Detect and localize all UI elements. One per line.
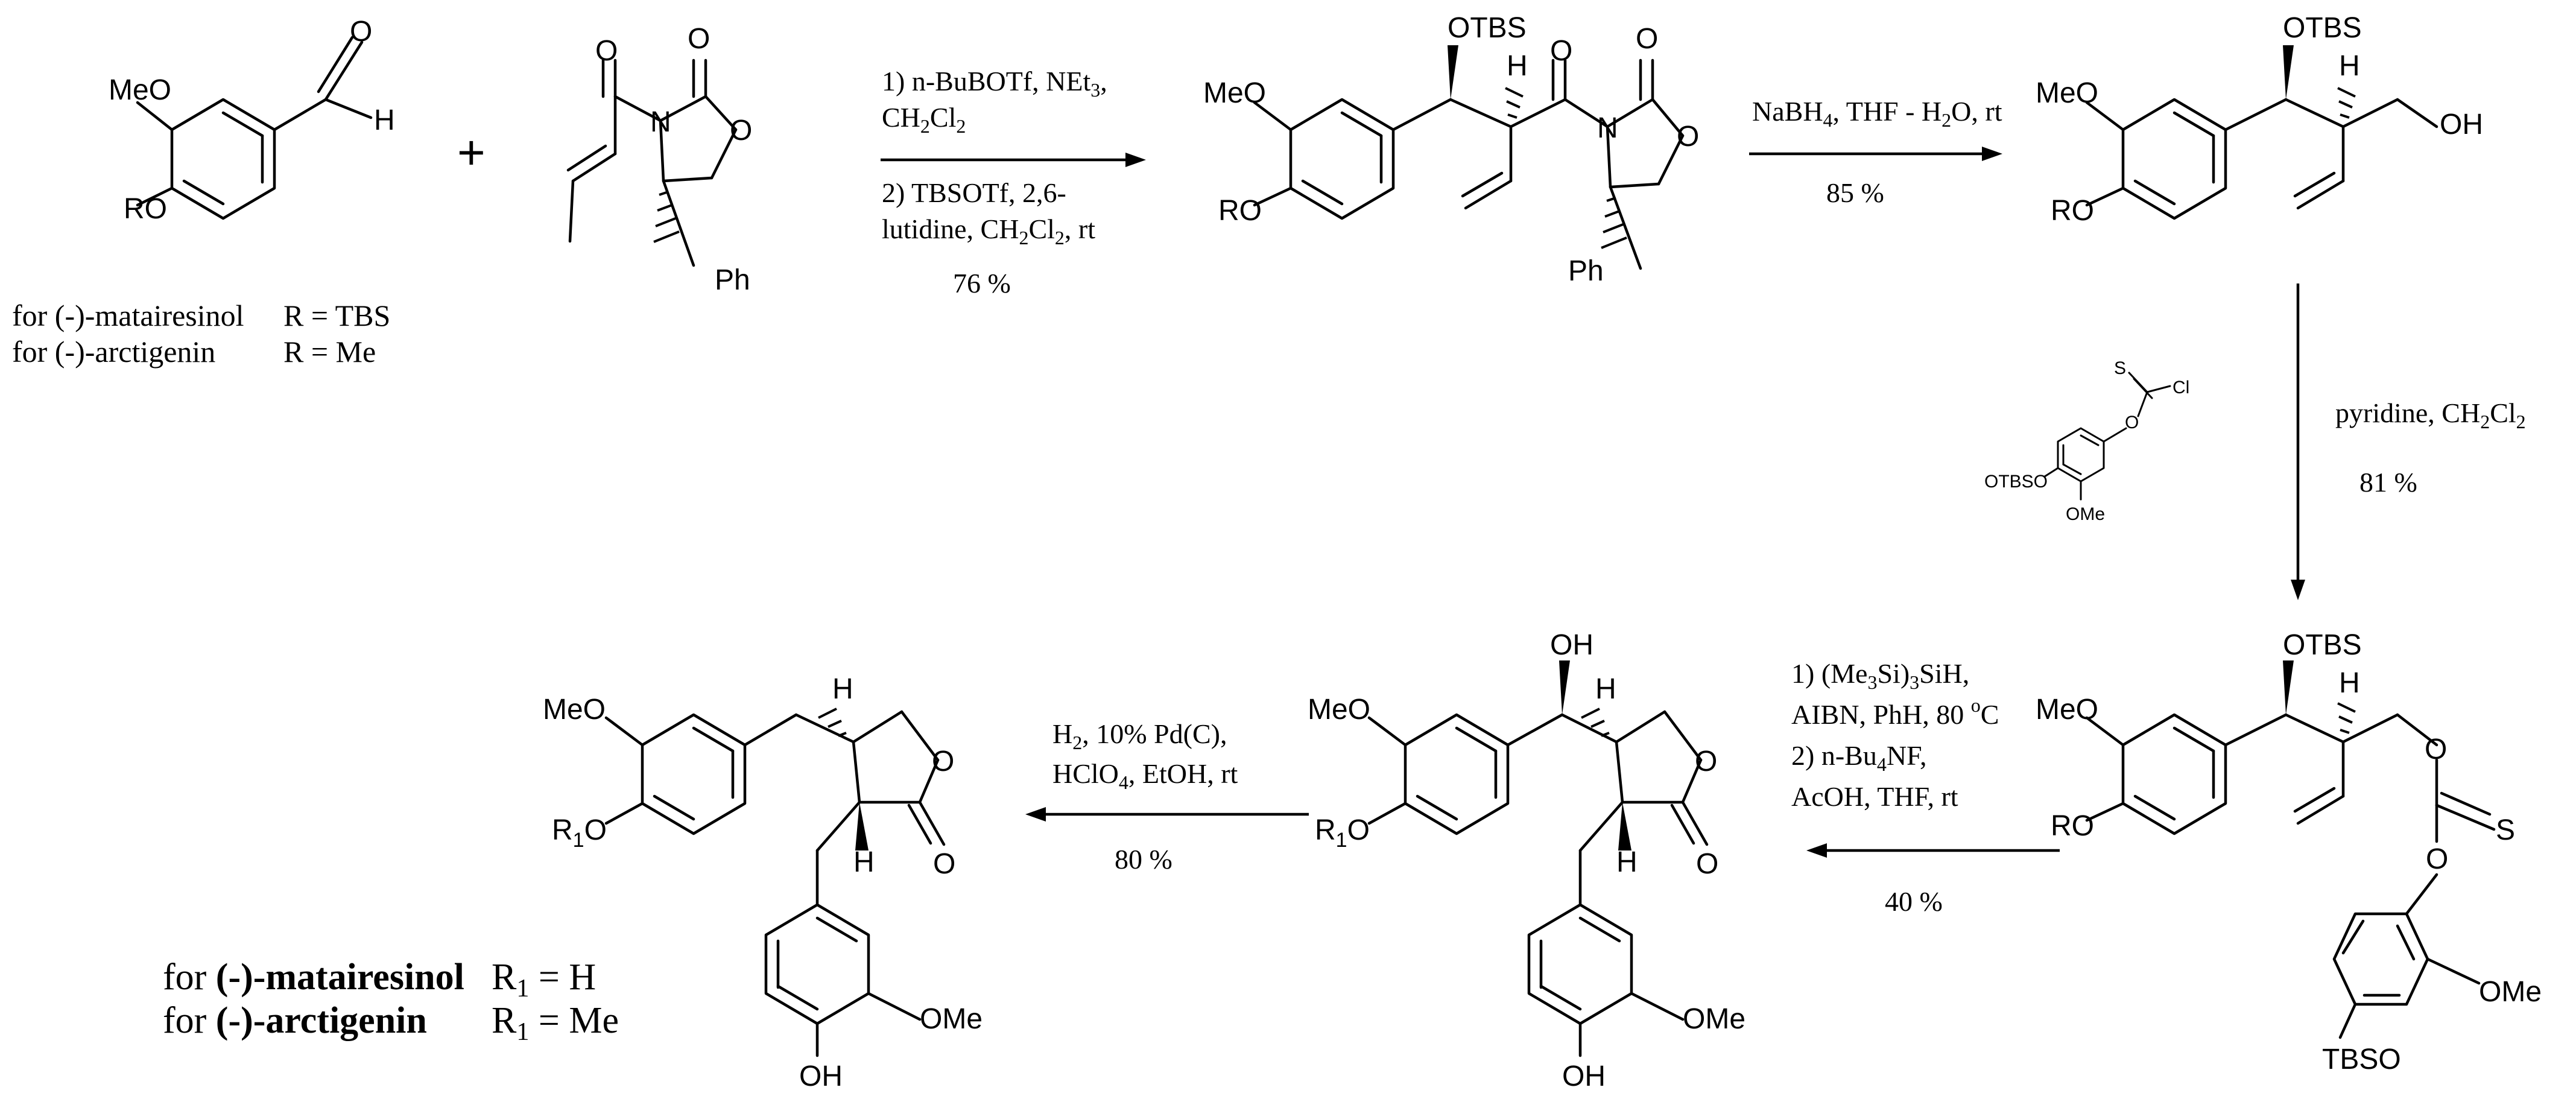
thiono-tbso-label: TBSO [2322,1044,2401,1075]
step4-yield: 40 % [1885,886,1943,917]
thiono-h-label: H [2339,667,2360,699]
adduct-meo-label: MeO [1203,77,1266,109]
step1-line3: 2) TBSOTf, 2,6- [882,177,1066,208]
alcohol-meo-label: MeO [2036,77,2098,109]
auxiliary-n-label: N [650,106,671,138]
auxiliary-ring-o-top: O [688,23,710,55]
hydroxy-lactone: OH H H MeO R1O O O OMe OH [1308,629,1745,1092]
thiono-meo-label: MeO [2036,694,2098,726]
oxazolidinone-auxiliary: O O N O Ph [566,23,752,296]
primary-alcohol: OTBS H MeO RO OH [2036,12,2483,227]
auxiliary-carbonyl-o: O [595,35,618,67]
adduct-ro-label: RO [1218,195,1262,227]
step3-yield: 81 % [2359,467,2417,498]
adduct-h-label: H [1507,50,1528,82]
aldehyde-h-label: H [374,104,395,136]
auxiliary-ring-o: O [730,115,752,147]
lactone-carbonyl-o-label: O [1696,848,1718,880]
alcohol-oh-label: OH [2440,109,2483,141]
thiono-otbs-label: OTBS [2283,629,2362,661]
step5-arrow [1025,807,1309,822]
aldehyde-o-label: O [350,16,372,48]
lactone-h1-label: H [1595,673,1616,705]
step2-arrow [1749,147,2002,161]
auxiliary-ph-label: Ph [715,264,750,296]
thiono-ome-label: OMe [2479,976,2542,1008]
aldehyde-ro-label: RO [124,193,167,225]
alcohol-ro-label: RO [2051,195,2094,227]
step2-yield: 85 % [1826,177,1884,208]
product-h2-label: H [853,846,875,878]
lactone-r1o-label: R1O [1315,814,1370,852]
thiono-s-label: S [2496,814,2515,846]
aldol-adduct: OTBS H MeO RO O O N O Ph [1203,12,1699,287]
step4-arrow [1806,843,2060,858]
step1-arrow [881,153,1146,167]
thiono-o2-label: O [2426,843,2448,875]
product-ome-label: OMe [920,1003,983,1035]
thiono-o1-label: O [2425,733,2447,765]
reagent-o-label: O [2125,413,2139,432]
aldehyde-meo-label: MeO [109,74,171,106]
step5-line1: H2, 10% Pd(C), [1052,718,1227,753]
adduct-ketone-o: O [1550,35,1572,67]
step4-line4: AcOH, THF, rt [1791,781,1958,812]
adduct-ph-label: Ph [1568,255,1604,287]
lactone-ring-o-label: O [1695,746,1717,778]
reagent-otbso-label: OTBSO [1984,472,2048,492]
lactone-h2-label: H [1616,846,1638,878]
plus-sign: + [457,125,486,179]
step4-line3: 2) n-Bu4NF, [1791,740,1926,775]
alcohol-h-label: H [2339,50,2360,82]
reagent-cl-label: Cl [2173,378,2189,397]
step5-yield: 80 % [1115,844,1172,875]
lactone-ome-label: OMe [1683,1003,1745,1035]
step4-line2: AIBN, PhH, 80 oC [1791,694,1999,730]
product-meo-label: MeO [543,694,606,726]
adduct-otbs-label: OTBS [1448,12,1527,44]
alcohol-otbs-label: OTBS [2283,12,2362,44]
final-product: MeO R1O H H O O OMe OH [543,673,983,1092]
step5-line2: HClO4, EtOH, rt [1052,758,1238,793]
adduct-ring-o-top: O [1636,23,1658,55]
product-ring-o-label: O [932,746,954,778]
step1-yield: 76 % [953,268,1011,299]
step1-line1: 1) n-BuBOTf, NEt3, [882,66,1107,101]
thiono-ro-label: RO [2051,810,2094,842]
lactone-bottom-oh-label: OH [1562,1060,1606,1092]
step1-line4: lutidine, CH2Cl2, rt [882,214,1095,249]
step3-arrow [2291,283,2305,600]
starting-aldehyde: MeO RO O H [109,16,395,225]
step4-line1: 1) (Me3Si)3SiH, [1791,658,1969,693]
adduct-n-label: N [1597,112,1618,144]
lactone-oh-label: OH [1550,629,1593,661]
product-bottom-oh-label: OH [799,1060,843,1092]
step2-conditions: NaBH4, THF - H2O, rt [1752,96,2002,131]
product-carbonyl-o-label: O [933,848,955,880]
product-r1o-label: R1O [552,814,607,852]
lactone-meo-label: MeO [1308,694,1370,726]
step3-conditions: pyridine, CH2Cl2 [2335,397,2526,432]
reagent-s-label: S [2114,358,2126,378]
step1-line2: CH2Cl2 [882,102,966,137]
reagent-ome-label: OMe [2066,504,2105,524]
adduct-ring-o: O [1677,121,1699,153]
product-h1-label: H [832,673,853,705]
thionoformate-reagent: S Cl O OTBSO OMe [1984,358,2189,524]
thionocarbonate-intermediate: OTBS H MeO RO O O S TBSO OMe [2036,629,2542,1075]
